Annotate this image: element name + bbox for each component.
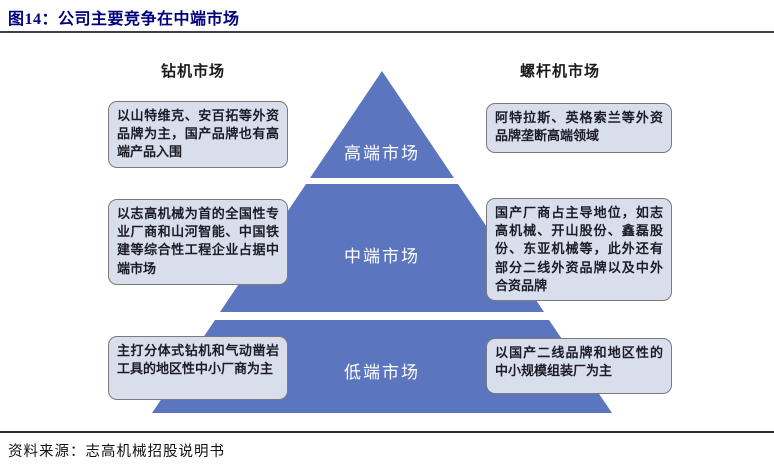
tier-label-high: 高端市场	[344, 144, 420, 163]
note-drill-high-end: 以山特维克、安百拓等外资品牌为主，国产品牌也有高端产品入围	[108, 101, 288, 168]
note-screw-low-end: 以国产二线品牌和地区性的中小规模组装厂为主	[486, 338, 672, 394]
note-drill-mid-end: 以志高机械为首的全国性专业厂商和山河智能、中国铁建等综合性工程企业占据中端市场	[108, 199, 288, 285]
figure-title: 图14：公司主要竞争在中端市场	[8, 11, 240, 28]
source-citation: 资料来源：志高机械招股说明书	[8, 444, 225, 460]
pyramid-tier-high	[310, 71, 454, 178]
tier-label-mid: 中端市场	[344, 247, 420, 266]
note-screw-high-end: 阿特拉斯、英格索兰等外资品牌垄断高端领域	[486, 103, 672, 153]
title-divider	[0, 31, 774, 33]
tier-label-low: 低端市场	[344, 363, 420, 382]
column-header-screw-market: 螺杆机市场	[519, 64, 600, 80]
column-header-drill-market: 钻机市场	[160, 64, 225, 80]
note-screw-mid-end: 国产厂商占主导地位，如志高机械、开山股份、鑫磊股份、东亚机械等，此外还有部分二线…	[486, 198, 672, 301]
pyramid-tier-mid	[220, 184, 544, 312]
footer-divider	[0, 431, 774, 433]
note-drill-low-end: 主打分体式钻机和气动凿岩工具的地区性中小厂商为主	[108, 336, 288, 400]
